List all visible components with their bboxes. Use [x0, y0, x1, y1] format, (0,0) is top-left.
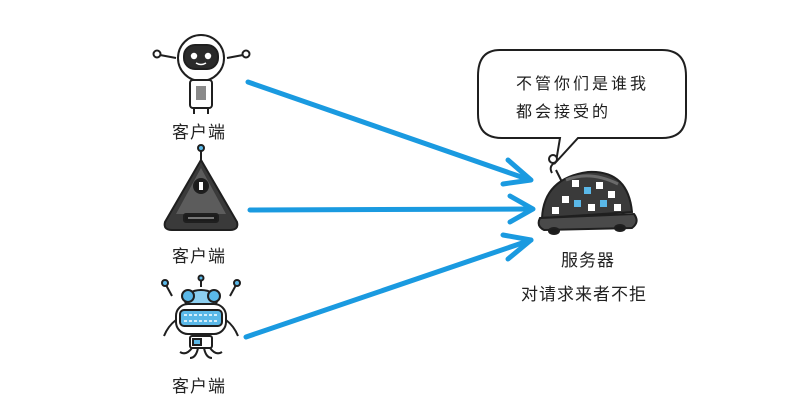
- server-caption: 对请求来者不拒: [521, 285, 647, 305]
- speech-bubble-line-2: 都会接受的: [516, 102, 612, 121]
- request-arrows: [243, 79, 536, 340]
- speech-bubble-line-1: 不管你们是谁我: [516, 74, 650, 93]
- arrow-client-2: [247, 193, 536, 225]
- dome-robot-server-icon: [537, 154, 638, 235]
- client-label-3: 客户端: [172, 377, 226, 397]
- triangle-robot-icon: [163, 144, 239, 231]
- round-head-robot-icon: [152, 34, 251, 114]
- arrow-client-1: [245, 79, 534, 187]
- arrow-client-3: [243, 232, 534, 340]
- client-label-2: 客户端: [172, 247, 226, 267]
- client-label-1: 客户端: [172, 123, 226, 143]
- speech-bubble: [477, 49, 687, 166]
- server-label: 服务器: [561, 251, 615, 271]
- octopus-robot-icon: [161, 274, 241, 359]
